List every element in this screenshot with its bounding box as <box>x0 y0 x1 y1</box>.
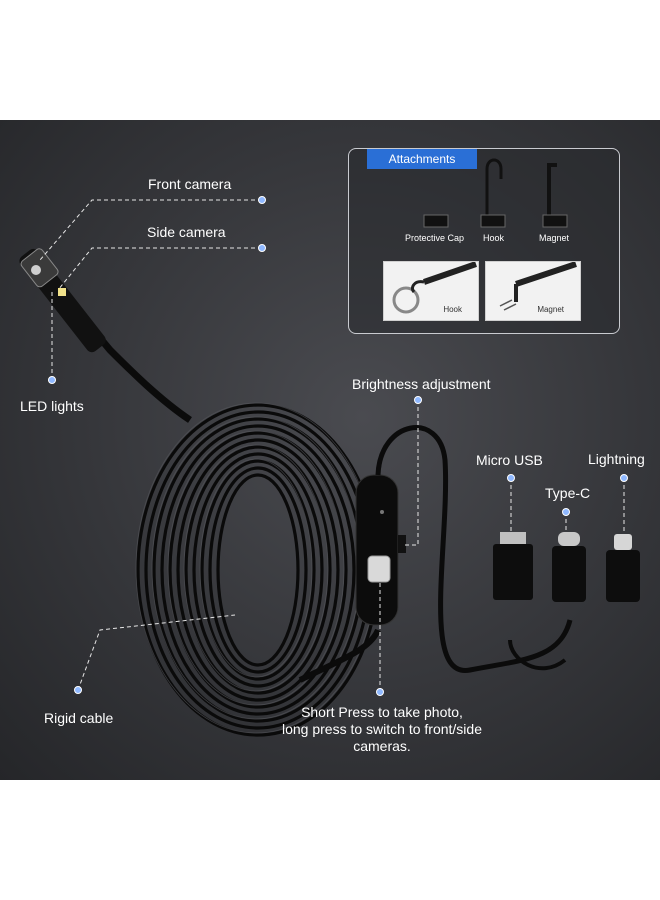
label-button-hint-3: cameras. <box>353 738 411 754</box>
connector-cable <box>375 425 573 673</box>
hook-photo: Hook <box>383 261 479 321</box>
label-micro-usb: Micro USB <box>476 452 543 468</box>
micro-usb-connector <box>493 532 533 600</box>
probe-cable <box>57 287 192 423</box>
type-c-connector <box>552 532 586 602</box>
control-cable <box>298 628 381 683</box>
hook-icon <box>480 158 506 228</box>
protective-cap-icon <box>423 214 449 228</box>
magnet-photo-label: Magnet <box>537 305 564 314</box>
leader-lines <box>39 199 625 692</box>
attachment-label-magnet: Magnet <box>539 233 570 243</box>
label-button-hint-1: Short Press to take photo, <box>301 704 463 720</box>
label-brightness-adjustment: Brightness adjustment <box>352 376 491 392</box>
hook-photo-label: Hook <box>443 305 462 314</box>
control-box <box>355 474 406 626</box>
attachments-box: Attachments Protective Cap Hook Magnet <box>348 148 620 334</box>
label-led-lights: LED lights <box>20 398 84 414</box>
label-front-camera: Front camera <box>148 176 232 192</box>
micro-usb-cable <box>508 639 567 671</box>
attachment-icons <box>423 158 568 228</box>
label-button-hint-2: long press to switch to front/side <box>282 721 482 737</box>
label-side-camera: Side camera <box>147 224 226 240</box>
product-infographic: Attachments Protective Cap Hook Magnet <box>0 120 660 780</box>
label-lightning: Lightning <box>588 451 645 467</box>
magnet-icon <box>542 163 568 228</box>
marker-dots <box>48 196 628 696</box>
label-rigid-cable: Rigid cable <box>44 710 114 726</box>
lightning-connector <box>606 534 640 602</box>
probe-head <box>19 248 106 353</box>
magnet-photo: Magnet <box>485 261 581 321</box>
endoscope-illustration <box>19 196 640 737</box>
attachments-title: Attachments <box>367 149 477 169</box>
label-type-c: Type-C <box>545 485 591 501</box>
cable-coil <box>136 403 380 737</box>
attachment-label-hook: Hook <box>483 233 505 243</box>
attachment-label-cap: Protective Cap <box>405 233 465 243</box>
